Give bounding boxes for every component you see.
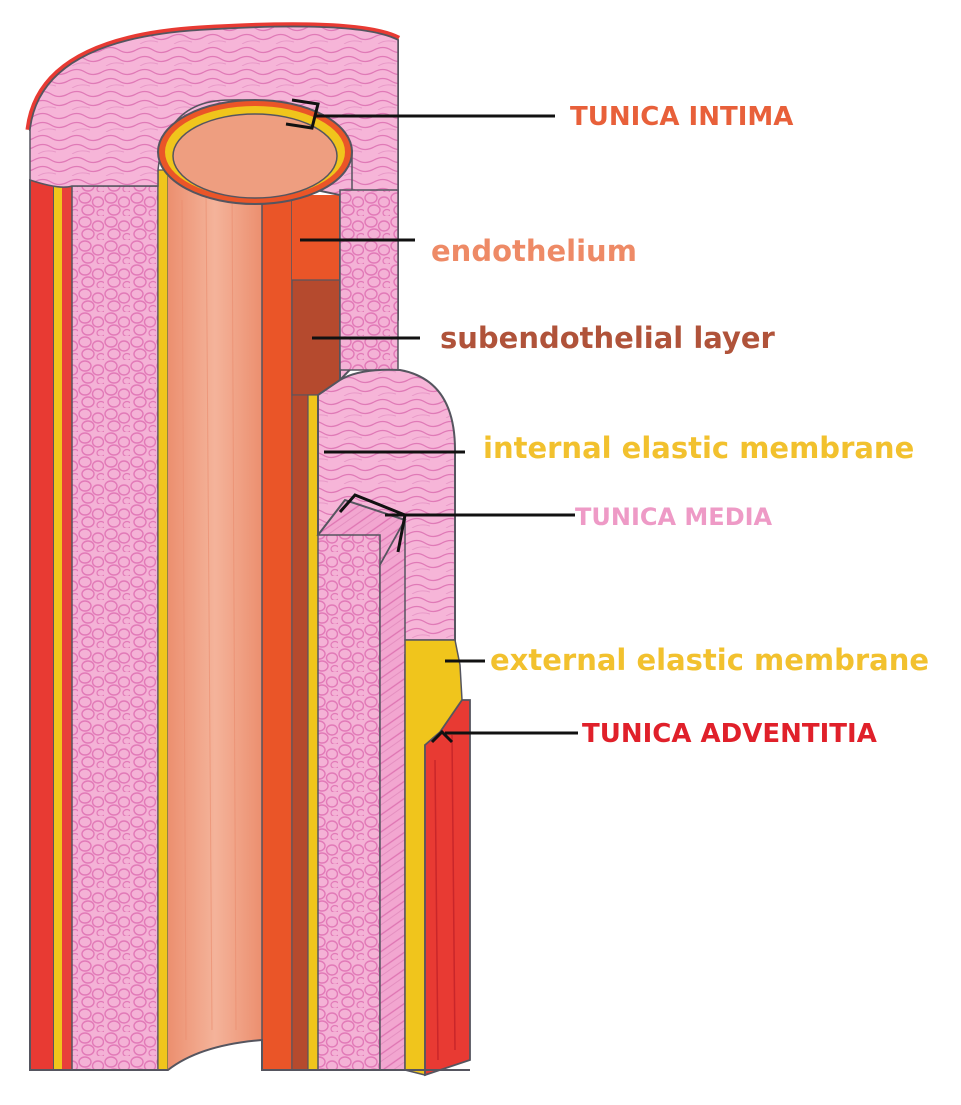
internal-elastic-left [158, 170, 168, 1070]
media-lower-wall [318, 535, 380, 1070]
outer-step [405, 640, 470, 1075]
subendothelial-lower [292, 395, 308, 1070]
adventitia-left-inner [62, 184, 72, 1070]
endothelium-band [262, 195, 292, 1070]
label-tunica-intima: TUNICA INTIMA [570, 102, 793, 132]
label-subendothelial-layer: subendothelial layer [440, 321, 776, 355]
label-tunica-adventitia: TUNICA ADVENTITIA [582, 719, 877, 749]
media-upper-right [340, 190, 398, 370]
media-left-wall [72, 186, 158, 1070]
outer-wall-left [30, 170, 168, 1070]
lumen [168, 150, 262, 1070]
label-tunica-media: TUNICA MEDIA [575, 503, 773, 531]
adventitia-left-strip [30, 180, 54, 1070]
elastic-left-strip [54, 184, 62, 1070]
adventitia-block [425, 700, 470, 1075]
label-endothelium: endothelium [431, 234, 637, 268]
label-external-elastic-membrane: external elastic membrane [490, 643, 929, 677]
label-internal-elastic-membrane: internal elastic membrane [483, 431, 914, 465]
